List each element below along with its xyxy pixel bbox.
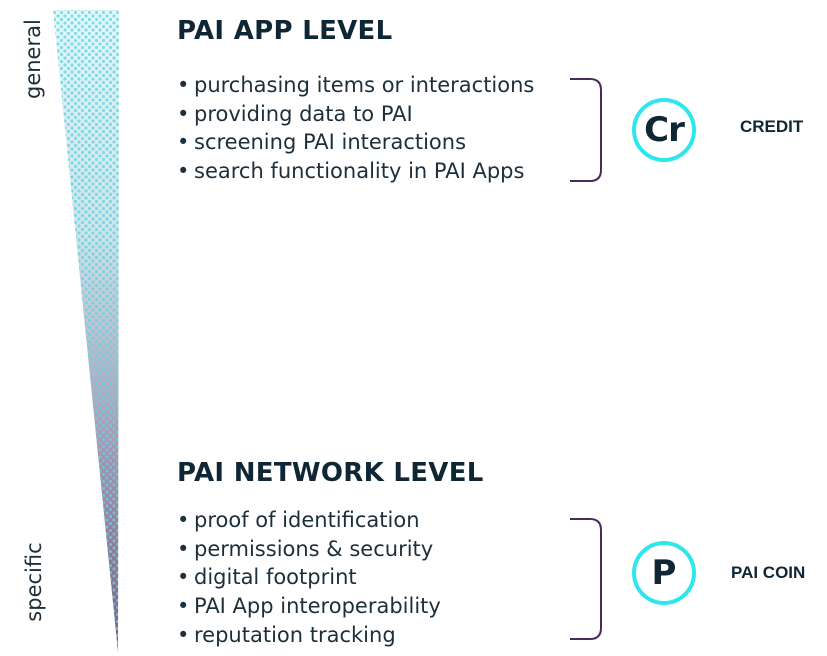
list-item: •search functionality in PAI Apps — [177, 157, 534, 186]
network-level-list: •proof of identification •permissions & … — [177, 506, 441, 650]
axis-label-general: general — [21, 19, 45, 99]
list-item: •permissions & security — [177, 535, 441, 564]
app-level-title: PAI APP LEVEL — [177, 16, 393, 46]
bullet-icon: • — [177, 536, 190, 561]
credit-badge-icon: Cr — [632, 98, 696, 162]
bullet-icon: • — [177, 622, 190, 647]
bullet-icon: • — [177, 159, 190, 184]
app-level-bracket — [570, 78, 602, 182]
list-item: •digital footprint — [177, 563, 441, 592]
list-item: •screening PAI interactions — [177, 128, 534, 157]
list-item: •reputation tracking — [177, 621, 441, 650]
pai-coin-badge-icon: P — [632, 541, 696, 605]
bullet-icon: • — [177, 73, 190, 97]
list-item: •PAI App interoperability — [177, 592, 441, 621]
axis-label-specific: specific — [22, 542, 46, 622]
network-level-title: PAI NETWORK LEVEL — [177, 458, 484, 488]
pai-coin-label: PAI COIN — [731, 563, 806, 582]
bullet-icon: • — [177, 508, 190, 532]
bullet-icon: • — [177, 101, 190, 126]
list-item: •purchasing items or interactions — [177, 71, 534, 100]
credit-label: CREDIT — [740, 117, 804, 136]
bullet-icon: • — [177, 565, 190, 590]
pai-coin-badge-symbol: P — [651, 553, 677, 593]
bullet-icon: • — [177, 594, 190, 619]
bullet-icon: • — [177, 130, 190, 155]
list-item: •proof of identification — [177, 506, 441, 535]
network-level-bracket — [570, 518, 602, 640]
credit-badge-symbol: Cr — [644, 110, 685, 150]
list-item: •providing data to PAI — [177, 100, 534, 129]
app-level-list: •purchasing items or interactions •provi… — [177, 71, 534, 186]
